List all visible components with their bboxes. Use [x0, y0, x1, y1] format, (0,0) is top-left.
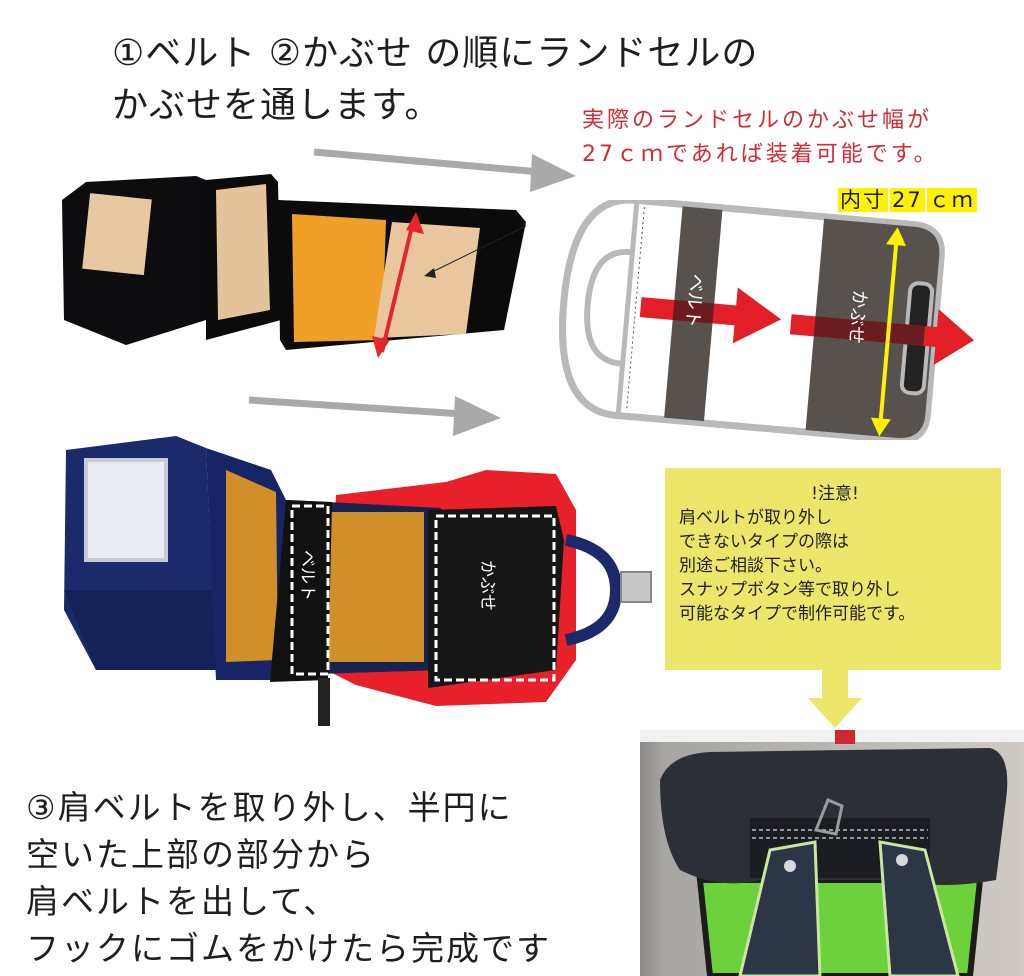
heading-line-1: ①ベルト ②かぶせ の順にランドセルの: [112, 33, 759, 74]
gray-arrow-bottom-icon: [248, 396, 501, 436]
inner-dimension-prefix: 内寸: [838, 188, 888, 212]
warning-line: 肩ベルトが取り外し: [679, 508, 832, 528]
step3-line-3: 肩ベルトを出して、: [26, 882, 339, 921]
warning-box: !注意! 肩ベルトが取り外し できないタイプの際は 別途ご相談下さい。 スナップ…: [665, 468, 1001, 670]
inner-dimension-value: 27: [890, 188, 925, 212]
warning-title: !注意!: [811, 484, 859, 504]
inner-dimension-unit: ｃｍ: [926, 188, 977, 212]
diagram-belt-label: ベルト: [681, 273, 707, 329]
step3-line-4: フックにゴムをかけたら完成です: [26, 929, 551, 968]
hook-closeup-photo: [640, 730, 1024, 976]
warning-line: 可能なタイプで制作可能です。: [679, 604, 916, 624]
warning-line: 別途ご相談下さい。: [679, 556, 832, 576]
warning-line: スナップボタン等で取り外し: [679, 580, 900, 600]
black-randoseru-photo: [62, 174, 526, 358]
warning-line: できないタイプの際は: [679, 532, 849, 552]
note-line-1: 実際のランドセルのかぶせ幅が: [582, 108, 933, 133]
step3-line-1: ③肩ベルトを取り外し、半円に: [26, 788, 513, 827]
note-line-2: 27ｃｍであれば装着可能です。: [582, 142, 939, 167]
cover-diagram: ベルト かぶせ: [559, 200, 975, 440]
navy-randoseru-photo: ベルト かぶせ: [64, 436, 652, 726]
heading-line-2: かぶせを通します。: [112, 85, 442, 126]
diagram-flap-label: かぶせ: [844, 289, 870, 345]
width-requirement-note: 実際のランドセルのかぶせ幅が 27ｃｍであれば装着可能です。: [582, 104, 1022, 172]
step3-line-2: 空いた上部の部分から: [26, 835, 376, 874]
photo-flap-label: かぶせ: [477, 560, 497, 611]
step3-instructions: ③肩ベルトを取り外し、半円に 空いた上部の部分から 肩ベルトを出して、 フックに…: [26, 784, 646, 972]
gray-arrow-top-icon: [313, 148, 576, 192]
photo-belt-label: ベルト: [297, 550, 317, 601]
yellow-down-arrow-icon: [808, 670, 862, 728]
instruction-heading: ①ベルト ②かぶせ の順にランドセルの かぶせを通します。: [112, 28, 872, 132]
